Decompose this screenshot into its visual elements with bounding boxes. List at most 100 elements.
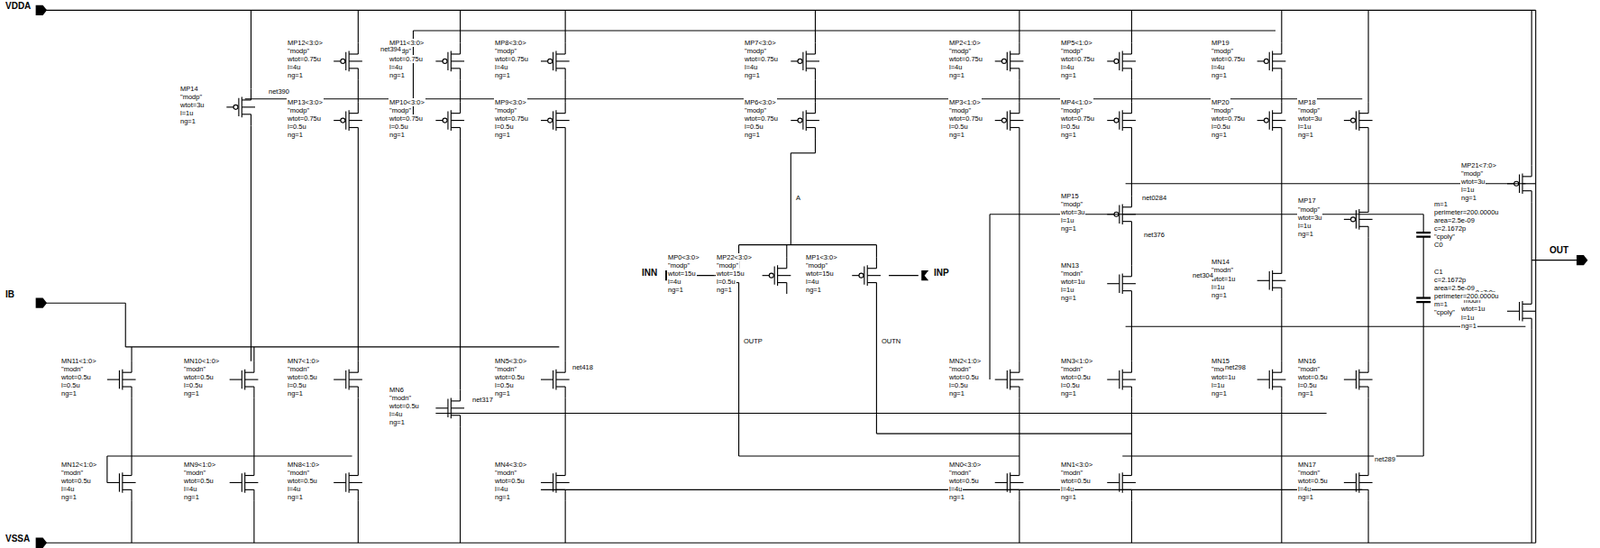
net-label: net304 — [1191, 271, 1215, 280]
pmos-bubble — [1114, 118, 1119, 123]
source-lead — [1122, 67, 1132, 69]
body-lead — [867, 274, 881, 276]
drain-lead — [357, 43, 359, 55]
device-param: m=1 — [1433, 200, 1449, 209]
gate-lead — [1507, 310, 1520, 312]
device-param: wtot=0.75u — [1060, 114, 1096, 123]
body-lead — [1272, 280, 1287, 282]
pmos-bubble — [797, 118, 803, 123]
device-param: "modn" — [948, 468, 972, 477]
device-param: l=0.5u — [743, 122, 765, 131]
gate-lead — [333, 482, 347, 484]
device-param: ng=1 — [388, 418, 406, 427]
source-lead — [241, 113, 251, 115]
device-param: wtot=0.5u — [1297, 373, 1329, 382]
source-lead — [1359, 385, 1369, 387]
body-lead — [556, 482, 570, 484]
device-param: "modp" — [1060, 46, 1084, 55]
pmos-bubble — [768, 273, 774, 278]
device-param: l=1u — [1297, 122, 1312, 131]
source-lead — [556, 127, 566, 128]
device-param: "modn" — [1297, 468, 1321, 477]
device-param: l=4u — [743, 63, 759, 72]
device-param: "cpoly" — [1433, 232, 1456, 241]
device-param: perimeter=200.0000u — [1433, 208, 1500, 217]
gate-lead — [226, 106, 234, 108]
drain-lead — [805, 53, 815, 55]
device-name: MN3<1:0> — [1060, 356, 1094, 366]
drain-lead — [1359, 372, 1369, 374]
source-lead — [245, 385, 255, 387]
device-param: "modn" — [1060, 269, 1084, 278]
source-lead — [556, 489, 566, 491]
body-lead — [1122, 213, 1136, 215]
body-lead — [122, 379, 137, 381]
source-lead — [450, 414, 460, 416]
device-param: l=0.5u — [1297, 381, 1318, 390]
gate-lead — [1344, 379, 1357, 381]
source-lead — [1131, 68, 1133, 80]
device-param: "modp" — [179, 92, 203, 101]
source-lead — [786, 283, 787, 294]
drain-lead — [1367, 101, 1369, 113]
device-param: wtot=0.5u — [1060, 373, 1092, 382]
device-param: wtot=0.75u — [493, 54, 530, 64]
body-lead — [1010, 119, 1024, 121]
drain-lead — [1122, 372, 1132, 374]
source-lead — [1272, 127, 1282, 128]
source-lead — [1122, 127, 1132, 128]
source-lead — [1131, 128, 1133, 139]
drain-lead — [1359, 475, 1369, 476]
drain-lead — [459, 389, 461, 401]
drain-lead — [1122, 53, 1132, 55]
body-lead — [805, 60, 820, 62]
gate-lead — [1344, 482, 1357, 484]
gate-lead — [1106, 60, 1115, 62]
device-param: l=0.5u — [493, 122, 515, 131]
body-lead — [122, 482, 137, 484]
device-param: "modp" — [286, 46, 311, 55]
drain-lead — [122, 475, 132, 476]
device-param: "modn" — [286, 365, 311, 374]
source-lead — [1531, 318, 1533, 330]
drain-lead — [1010, 112, 1020, 114]
device-param: "modn" — [182, 365, 207, 374]
device-name: MN1<3:0> — [1060, 460, 1094, 469]
device-name: MN17 — [1297, 460, 1317, 469]
source-lead — [1122, 220, 1132, 222]
device-name: MP14 — [179, 84, 200, 93]
body-lead — [1359, 482, 1373, 484]
device-param: "modp" — [1210, 106, 1235, 115]
device-param: l=4u — [286, 484, 302, 494]
device-param: wtot=0.5u — [60, 476, 92, 485]
net-label: net317 — [471, 395, 494, 404]
body-lead — [1272, 379, 1287, 381]
device-param: l=4u — [493, 63, 509, 72]
source-lead — [1131, 386, 1133, 398]
device-name: MN7<1:0> — [286, 356, 320, 366]
source-lead — [565, 489, 567, 501]
device-param: l=1u — [1210, 381, 1226, 390]
device-param: l=4u — [667, 277, 682, 286]
device-param: ng=1 — [60, 389, 78, 398]
device-name: MN16 — [1297, 356, 1317, 366]
device-param: ng=1 — [715, 285, 733, 294]
drain-lead — [1018, 43, 1020, 55]
device-param: wtot=0.75u — [948, 54, 984, 64]
drain-lead — [1010, 372, 1020, 374]
body-lead — [450, 60, 465, 62]
device-param: l=0.5u — [1060, 381, 1081, 390]
device-param: wtot=0.75u — [948, 114, 984, 123]
net-label: OUTP — [742, 337, 764, 346]
net-label: net289 — [1373, 455, 1397, 464]
device-name: MN14 — [1210, 257, 1231, 266]
device-param: wtot=1u — [1060, 277, 1086, 286]
device-param: ng=1 — [286, 130, 304, 139]
device-param: ng=1 — [286, 71, 304, 80]
body-lead — [348, 482, 363, 484]
device-param: "modp" — [493, 46, 518, 55]
device-param: ng=1 — [286, 493, 304, 502]
device-name: MP12<3:0> — [286, 38, 324, 47]
device-param: "modn" — [286, 468, 311, 477]
